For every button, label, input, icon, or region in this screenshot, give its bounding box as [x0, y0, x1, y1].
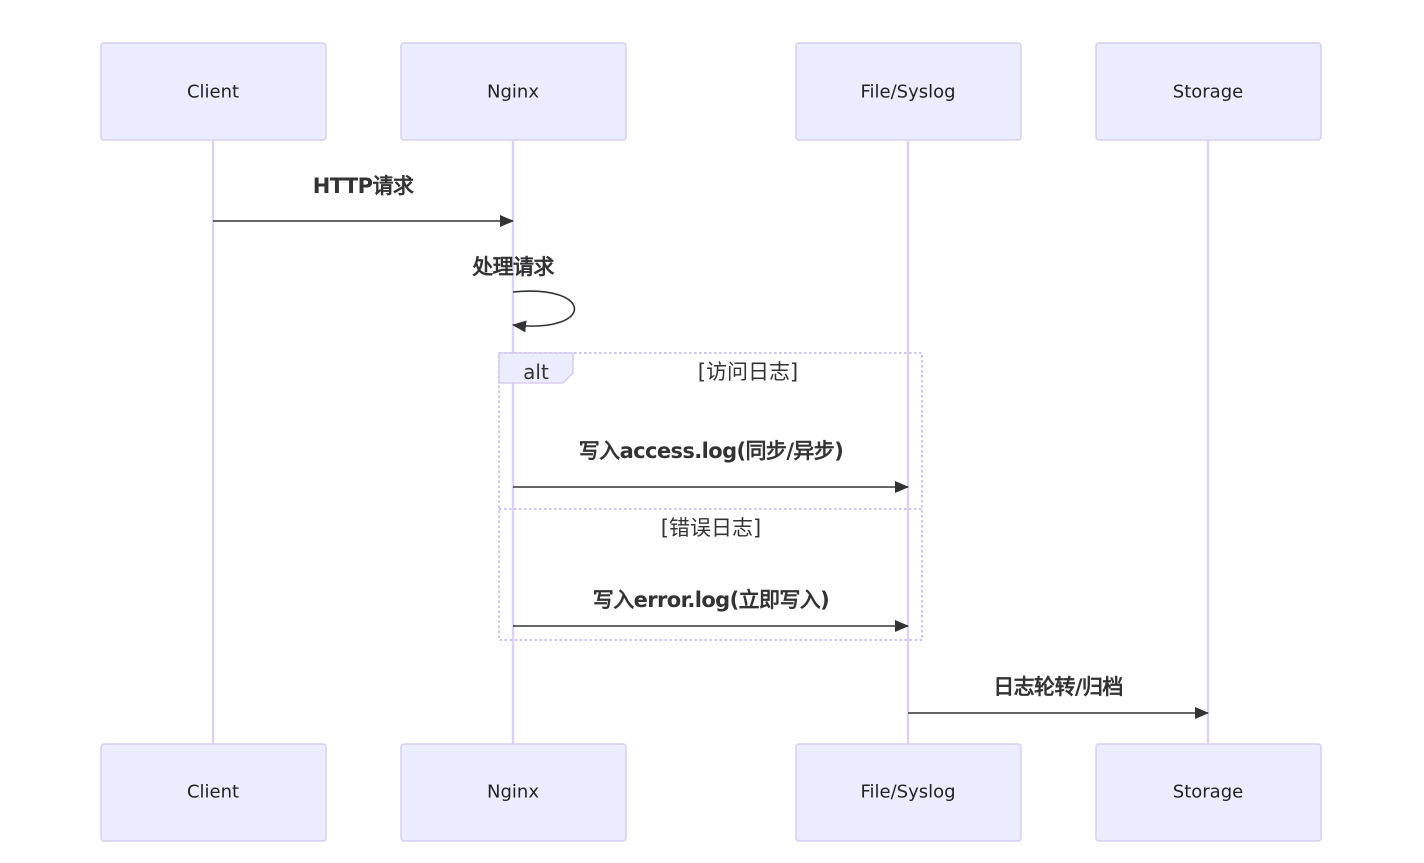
actor-box	[1095, 743, 1322, 842]
message-label-log-rotate-archive: 日志轮转/归档	[993, 675, 1122, 699]
actor-box	[100, 743, 327, 842]
actor-nginx-top: Nginx	[400, 42, 627, 141]
alt-frame-border	[498, 352, 923, 641]
actor-client-bottom: Client	[100, 743, 327, 842]
message-write-error-log: 写入error.log(立即写入)	[513, 588, 909, 632]
actor-label: Client	[187, 82, 239, 103]
actor-box	[400, 743, 627, 842]
alt-condition-error-log: [错误日志]	[661, 516, 761, 540]
message-log-rotate-archive: 日志轮转/归档	[908, 675, 1209, 719]
message-http-request: HTTP请求	[213, 174, 514, 227]
actor-label: Nginx	[487, 82, 539, 103]
message-label-write-access-log: 写入access.log(同步/异步)	[579, 439, 843, 463]
actor-storage-bottom: Storage	[1095, 743, 1322, 842]
actor-label: Storage	[1173, 82, 1243, 103]
message-write-access-log: 写入access.log(同步/异步)	[513, 439, 909, 493]
alt-frame: alt [访问日志] [错误日志]	[498, 352, 923, 641]
alt-keyword: alt	[523, 360, 549, 384]
message-process-request: 处理请求	[471, 255, 576, 333]
message-label-process-request: 处理请求	[471, 255, 554, 279]
actor-label: Storage	[1173, 782, 1243, 803]
actor-label: Nginx	[487, 782, 539, 803]
actor-label: File/Syslog	[860, 82, 955, 103]
actor-file-syslog-bottom: File/Syslog	[795, 743, 1022, 842]
actor-box	[795, 42, 1022, 141]
alt-frame-tab	[498, 352, 574, 384]
message-arrow-process-request	[512, 290, 576, 333]
actor-label: File/Syslog	[860, 782, 955, 803]
actor-label: Client	[187, 782, 239, 803]
actor-box	[400, 42, 627, 141]
actor-box	[100, 42, 327, 141]
actor-storage-top: Storage	[1095, 42, 1322, 141]
actor-box	[795, 743, 1022, 842]
alt-condition-access-log: [访问日志]	[698, 360, 798, 384]
actor-nginx-bottom: Nginx	[400, 743, 627, 842]
actor-client-top: Client	[100, 42, 327, 141]
actor-file-syslog-top: File/Syslog	[795, 42, 1022, 141]
message-label-write-error-log: 写入error.log(立即写入)	[593, 588, 829, 612]
actor-box	[1095, 42, 1322, 141]
message-label-http-request: HTTP请求	[313, 174, 414, 198]
